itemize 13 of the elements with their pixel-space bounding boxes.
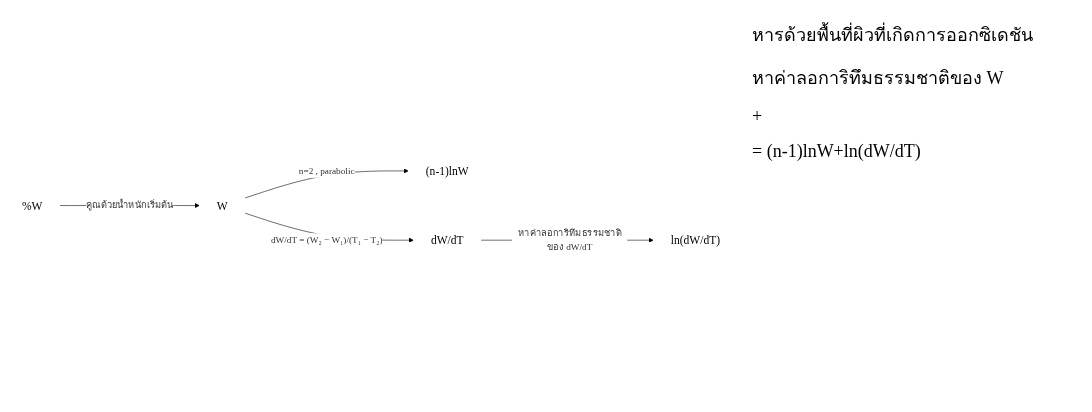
note-text: + — [752, 106, 764, 127]
node-text: %W — [21, 199, 43, 213]
node-text: ln(dW/dT) — [670, 234, 721, 247]
edge-label: dW/dT = (W₂ − W₁)/(T₁ − T₂) — [270, 235, 383, 246]
edge-label: n=2 , parabolic — [298, 166, 355, 176]
note-text: = (n-1)lnW+ln(dW/dT) — [752, 141, 922, 162]
node-text: W — [216, 199, 228, 213]
note-text: หารด้วยพื้นที่ผิวที่เกิดการออกซิเดชัน — [752, 20, 1082, 49]
node-text: (n-1)lnW — [425, 165, 469, 178]
node-text: dW/dT — [430, 234, 464, 247]
edge-label: คูณด้วยน้ำหนักเริ่มต้น — [85, 200, 174, 211]
note-text: หาค่าลอการิทึมธรรมชาติของ W — [752, 67, 1005, 90]
edge-label: หาค่าลอการิทึมธรรมชาติของ dW/dT — [518, 228, 622, 253]
